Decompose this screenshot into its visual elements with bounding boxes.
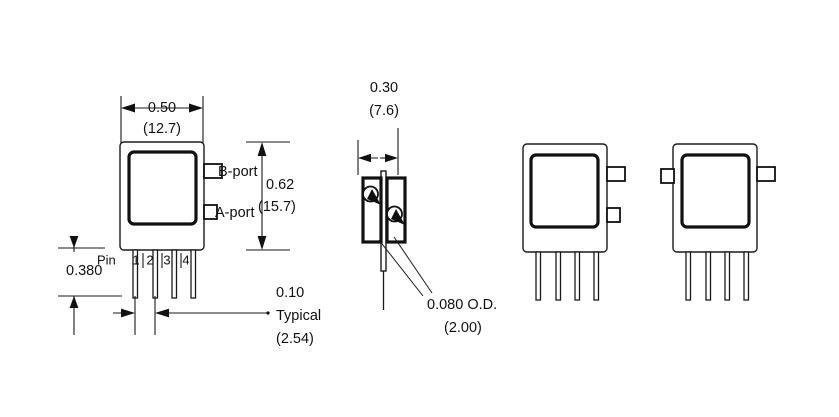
iso-right-pin-1 [685,251,692,301]
iso-right-a-port [660,168,675,184]
arrow-left-icon [121,103,135,113]
od-leader-1 [378,239,424,297]
od-leader-2 [393,236,433,294]
arrow-thick-right-icon [385,153,398,163]
height-inch-label: 0.62 [266,177,294,193]
height-mm-label: (15.7) [258,199,296,215]
arrow-pitch-right-icon [121,308,135,318]
a-port-nozzle [203,204,218,220]
arrow-pitch-left-icon [155,308,169,318]
iso-left-pin-2 [555,251,562,301]
iso-view-right [660,143,776,301]
iso-right-pin-2 [705,251,712,301]
arrow-right-icon [189,103,203,113]
arrow-thick-left-icon [358,153,371,163]
pin-prefix-label: Pin [97,252,116,267]
a-port-pointer-icon [391,209,405,225]
b-port-pointer-icon [367,189,381,205]
iso-right-pin-4 [743,251,750,301]
width-mm-label: (12.7) [143,121,181,137]
iso-left-b-port [606,166,626,182]
thickness-mm-label: (7.6) [369,103,399,119]
b-port-label: B-port [218,164,258,180]
pitch-leader-dot [266,311,270,315]
arrow-down-small-icon [69,236,79,248]
pin-4 [190,249,197,299]
a-port-label: A-port [215,205,255,221]
iso-left-pin-4 [593,251,600,301]
pin-number-4: 4 [182,252,189,267]
pin-number-1: 1 [132,252,139,267]
width-inch-label: 0.50 [148,100,176,116]
iso-left-inner [529,153,600,229]
iso-left-pin-3 [574,251,581,301]
thickness-inch-label: 0.30 [370,80,398,96]
b-port-nozzle [203,163,223,179]
iso-left-pin-1 [535,251,542,301]
pin-number-3: 3 [163,252,170,267]
pin-3 [171,249,178,299]
pin-number-2: 2 [146,252,153,267]
port-od-inch-label: 0.080 O.D. [427,297,497,313]
front-view [58,96,290,335]
iso-left-a-port [606,207,621,223]
iso-right-pin-3 [724,251,731,301]
pin-2 [152,249,159,299]
port-od-mm-label: (2.00) [444,320,482,336]
arrow-down-icon [257,236,267,250]
pitch-inch-label: 0.10 [276,285,304,301]
arrow-up-small-icon [69,296,79,308]
iso-right-b-port [756,166,776,182]
front-body-inner [127,150,198,226]
pitch-typical-label: Typical [276,308,321,324]
iso-right-inner [680,153,751,229]
side-view [357,128,433,310]
arrow-up-icon [257,142,267,156]
pin-length-label: 0.380 [66,263,102,279]
pitch-mm-label: (2.54) [276,331,314,347]
iso-view-left [522,143,626,301]
